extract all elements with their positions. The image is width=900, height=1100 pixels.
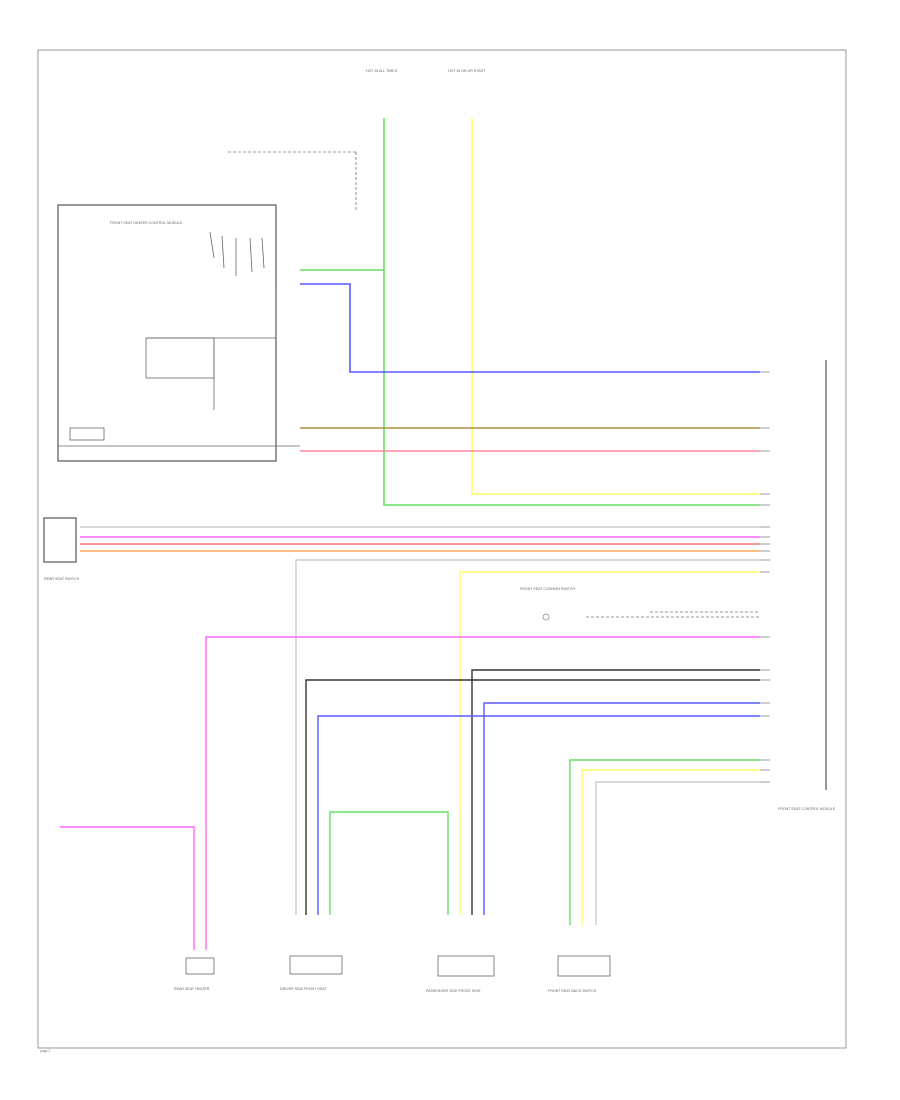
front-seat-heater-control-module [57,204,277,462]
wire-pink-lower [205,636,760,950]
svg-text:FRONT SEAT BACK SWITCH: FRONT SEAT BACK SWITCH [548,989,597,993]
label-control-module: FRONT SEAT HEATER CONTROL MODULE [110,221,183,225]
wire-green [383,118,760,506]
label-front-seat-cushion-switch: FRONT SEAT CUSHION SWITCH [520,587,576,591]
svg-text:PASSENGER SIDE FRONT SEAT: PASSENGER SIDE FRONT SEAT [426,989,482,993]
diagram-frame [37,49,847,1049]
wire-pink-left [60,826,195,950]
wire-blue [300,283,760,373]
connector-front-seat-back-switch: FRONT SEAT BACK SWITCH [548,955,611,993]
connector-rear-seat-heater: REAR SEAT HEATER [174,957,215,991]
svg-text:REAR SEAT HEATER: REAR SEAT HEATER [174,987,210,991]
label-rear-seat-switch: REAR SEAT SWITCH [44,577,80,581]
svg-text:DRIVER SIDE FRONT SEAT: DRIVER SIDE FRONT SEAT [280,987,327,991]
label-power-top-2: HOT IN ON OR START [448,69,486,73]
switch-block [145,337,215,379]
wire-green-lower [329,811,449,915]
sensor [542,613,550,621]
wire-black-2 [305,679,760,915]
label-front-seat-control-module: FRONT SEAT CONTROL MODULE [778,807,836,811]
wire-blue-2 [317,715,760,915]
wire-gray-lower [295,559,760,915]
connector-passenger-side-front-seat: PASSENGER SIDE FRONT SEAT [426,955,495,993]
wire-green-right [569,759,760,925]
relay-contact [209,231,215,259]
pin-ticks [760,371,770,783]
ground-box [69,427,105,441]
wire-blue-1 [483,702,760,915]
page-number: page 2 [40,1049,50,1053]
rear-seat-switch [43,517,77,563]
relay-contact [261,237,265,269]
relay-contact [249,237,253,273]
label-power-top-1: HOT IN ALL TIMES [366,69,398,73]
connector-driver-side-front-seat: DRIVER SIDE FRONT SEAT [280,955,343,991]
wire-yellow-right [581,769,760,925]
wire-gray-right [595,781,760,925]
wire-yellow-lower [459,571,760,915]
relay-contact [221,235,225,269]
wire-black-1 [471,669,760,915]
wire-yellow [471,118,760,495]
